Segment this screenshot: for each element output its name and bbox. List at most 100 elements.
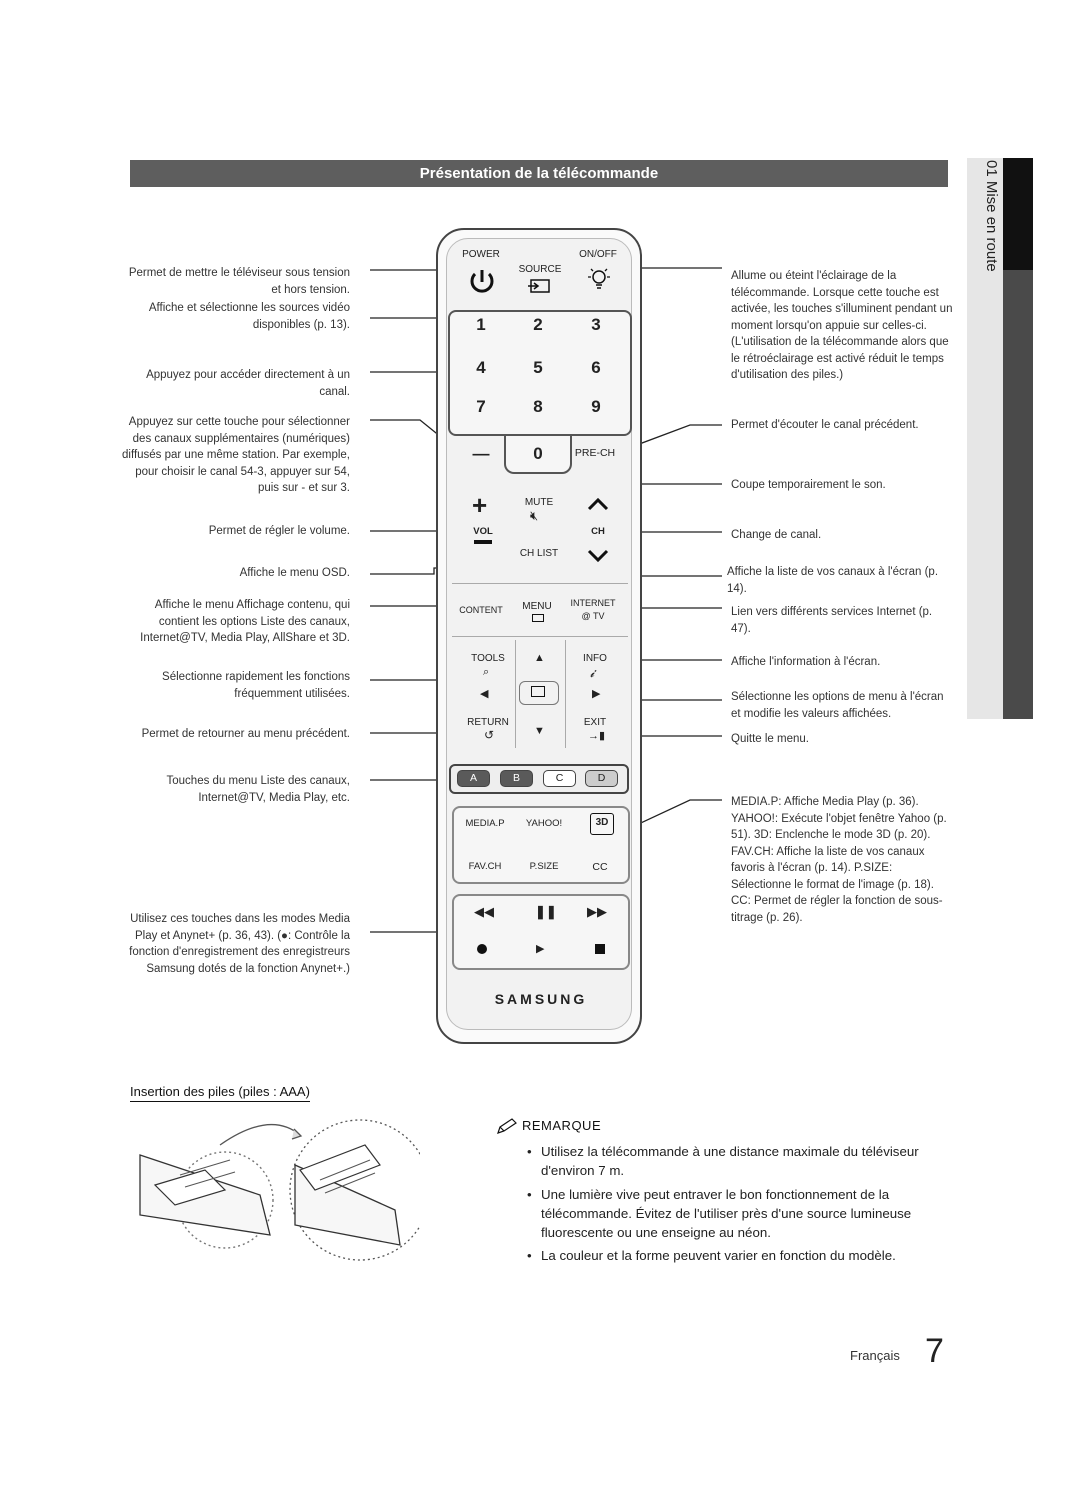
channel-up-icon[interactable] — [585, 496, 611, 512]
side-tab-black-block — [1003, 158, 1033, 270]
digit-6-button[interactable]: 6 — [591, 358, 601, 377]
digit-9-button[interactable]: 9 — [591, 397, 601, 416]
yahoo-button[interactable]: YAHOO! — [525, 818, 563, 829]
annotation-source: Affiche et sélectionne les sources vidéo… — [148, 302, 350, 331]
divider — [565, 640, 566, 748]
annotation-digits: Appuyez pour accéder directement à un ca… — [146, 369, 350, 398]
annotation-channel: Change de canal. — [731, 529, 822, 541]
digit-8-button[interactable]: 8 — [533, 397, 543, 416]
power-label: POWER — [462, 249, 500, 260]
annotation-return: Permet de retourner au menu précédent. — [141, 728, 350, 740]
chlist-button[interactable]: CH LIST — [519, 548, 559, 559]
divider — [452, 636, 628, 637]
annotation-mute: Coupe temporairement le son. — [731, 479, 886, 491]
a-button[interactable]: A — [457, 770, 490, 787]
annotation-internet: Lien vers différents services Internet (… — [731, 606, 933, 635]
digit-4-button[interactable]: 4 — [476, 358, 486, 377]
annotation-onoff: Allume ou éteint l'éclairage de la téléc… — [731, 270, 953, 381]
divider — [452, 583, 628, 584]
media-keys-frame — [452, 806, 630, 884]
digit-0-button[interactable]: 0 — [533, 444, 543, 463]
source-label: SOURCE — [518, 264, 562, 275]
source-icon[interactable] — [522, 278, 556, 294]
annotation-menu: Affiche le menu OSD. — [239, 567, 350, 579]
record-button[interactable] — [477, 944, 487, 954]
b-button[interactable]: B — [500, 770, 533, 787]
power-icon[interactable] — [460, 266, 504, 298]
rewind-button[interactable]: ◀◀ — [474, 904, 494, 919]
annotation-chlist: Affiche la liste de vos canaux à l'écran… — [727, 566, 939, 595]
number-pad — [448, 310, 632, 436]
menu-icon — [532, 614, 544, 622]
arrow-left-button[interactable]: ◀ — [480, 688, 489, 700]
zero-key-frame — [504, 434, 572, 474]
stop-button[interactable] — [595, 944, 605, 954]
remarque-item: •La couleur et la forme peuvent varier e… — [527, 1248, 896, 1263]
at-tv-label: @ TV — [581, 611, 605, 621]
favch-button[interactable]: FAV.CH — [468, 861, 502, 872]
divider — [515, 640, 516, 748]
cc-button[interactable]: CC — [592, 861, 608, 873]
channel-down-icon[interactable] — [585, 548, 611, 564]
exit-button[interactable]: EXIT — [583, 717, 607, 728]
d-button[interactable]: D — [585, 770, 618, 787]
play-button[interactable]: ▶ — [536, 943, 545, 955]
prech-button[interactable]: PRE-CH — [574, 447, 616, 459]
annotation-playback: Utilisez ces touches dans les modes Medi… — [129, 913, 350, 975]
page-number: 7 — [925, 1332, 944, 1370]
arrow-down-button[interactable]: ▼ — [534, 725, 545, 737]
psize-button[interactable]: P.SIZE — [529, 861, 559, 872]
annotation-power: Permet de mettre le téléviseur sous tens… — [128, 267, 350, 296]
mute-icon[interactable]: 🔇︎ — [530, 508, 539, 523]
internet-button[interactable]: INTERNET — [570, 598, 616, 608]
light-bulb-icon[interactable] — [584, 266, 614, 294]
menu-button[interactable]: MENU — [522, 601, 552, 612]
digit-2-button[interactable]: 2 — [533, 315, 543, 334]
info-button[interactable]: INFO — [583, 653, 607, 664]
volume-down-button[interactable] — [474, 540, 492, 544]
mute-label: MUTE — [524, 497, 554, 508]
tools-button[interactable]: TOOLS — [471, 653, 505, 664]
annotation-content: Affiche le menu Affichage contenu, qui c… — [140, 599, 350, 644]
dash-button[interactable]: — — [472, 444, 490, 463]
remarque-title: REMARQUE — [522, 1118, 602, 1133]
return-icon: ↺ — [484, 728, 495, 742]
content-button[interactable]: CONTENT — [459, 605, 503, 615]
vol-label: VOL — [473, 526, 493, 537]
arrow-right-button[interactable]: ▶ — [592, 688, 601, 700]
annotation-info: Affiche l'information à l'écran. — [731, 656, 881, 668]
annotation-dash: Appuyez sur cette touche pour sélectionn… — [122, 416, 350, 494]
annotation-exit: Quitte le menu. — [731, 733, 809, 745]
mediap-button[interactable]: MEDIA.P — [465, 818, 505, 829]
digit-5-button[interactable]: 5 — [533, 358, 543, 377]
digit-1-button[interactable]: 1 — [476, 315, 486, 334]
enter-icon — [531, 686, 545, 697]
annotation-prech: Permet d'écouter le canal précédent. — [731, 419, 919, 431]
digit-3-button[interactable]: 3 — [591, 315, 601, 334]
battery-illustration — [139, 1119, 420, 1261]
c-button[interactable]: C — [543, 770, 576, 787]
fast-forward-button[interactable]: ▶▶ — [587, 904, 607, 919]
playback-keys-frame — [452, 894, 630, 970]
3d-button[interactable]: 3D — [590, 813, 614, 835]
digit-7-button[interactable]: 7 — [476, 397, 486, 416]
enter-button[interactable] — [519, 681, 559, 705]
tools-icon: ⌕ — [483, 666, 490, 678]
side-tab-background — [967, 158, 1003, 719]
side-tab-grey-block — [1003, 270, 1033, 719]
exit-icon: →▮ — [588, 730, 606, 742]
annotation-volume: Permet de régler le volume. — [208, 525, 350, 537]
annotation-enter: Sélectionne les options de menu à l'écra… — [731, 691, 944, 720]
arrow-up-button[interactable]: ▲ — [534, 652, 545, 664]
onoff-label: ON/OFF — [579, 249, 617, 260]
annotation-tools: Sélectionne rapidement les fonctions fré… — [162, 671, 350, 700]
footer-language: Français — [850, 1348, 900, 1363]
remarque-item: •Utilisez la télécommande à une distance… — [527, 1144, 919, 1178]
remarque-item: •Une lumière vive peut entraver le bon f… — [527, 1187, 912, 1240]
ch-label: CH — [591, 526, 605, 537]
info-icon: 𝓲 — [590, 666, 595, 680]
volume-up-button[interactable]: + — [472, 490, 488, 520]
pause-button[interactable]: ❚❚ — [535, 904, 557, 919]
pencil-icon — [497, 1118, 517, 1134]
return-button[interactable]: RETURN — [467, 717, 509, 728]
